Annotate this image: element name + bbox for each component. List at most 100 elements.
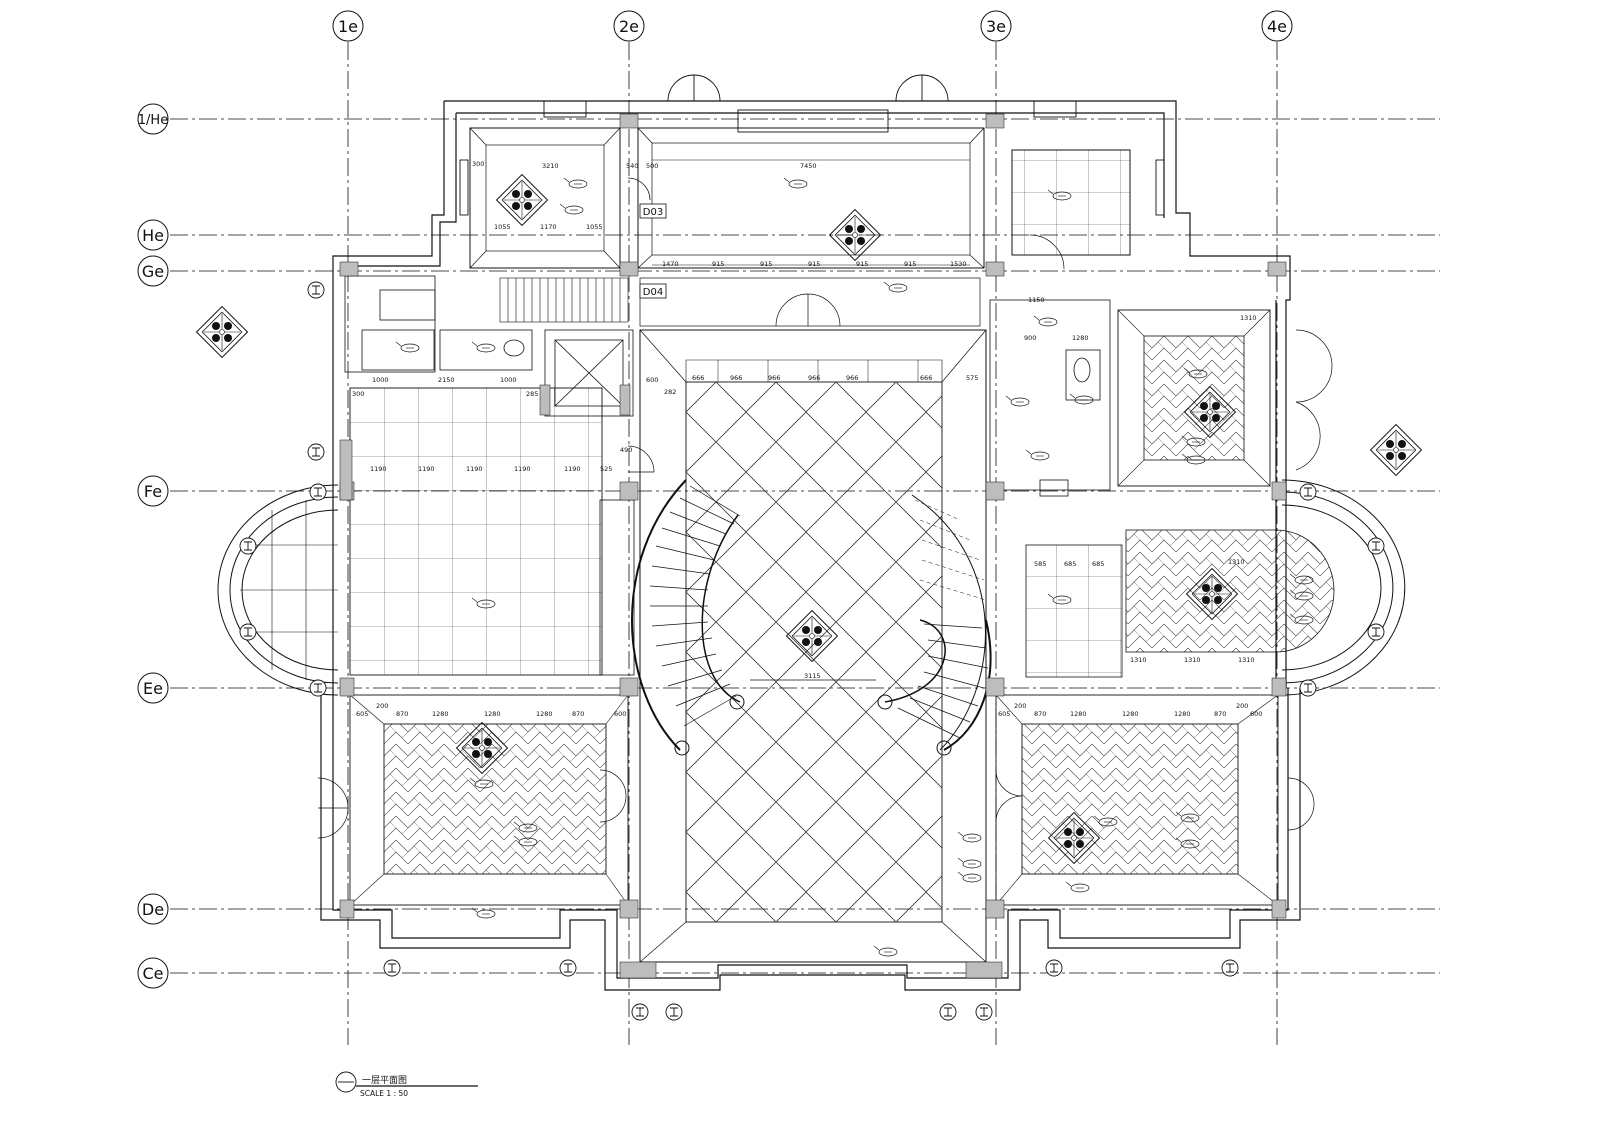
dim-label: 1170	[540, 223, 557, 231]
dim-label: 1150	[1028, 296, 1045, 304]
dim-label: 915	[712, 260, 724, 268]
dim-label: 3115	[804, 672, 821, 680]
dim-label: 1280	[1122, 710, 1139, 718]
axis-label: Ce	[142, 964, 163, 983]
dim-label: 605	[998, 710, 1010, 718]
dim-label: 966	[768, 374, 780, 382]
dim-label: 870	[1214, 710, 1226, 718]
door-tag-d04: D04	[639, 283, 667, 299]
axis-bubble-ge: Ge	[137, 255, 169, 287]
dim-label: 1190	[564, 465, 581, 473]
corridor-upper	[639, 277, 981, 327]
axis-label: 2e	[619, 17, 639, 36]
dim-label: 600	[1250, 710, 1262, 718]
right-lower-rooms	[1025, 529, 1335, 678]
top-bay-windows	[459, 74, 1165, 216]
dim-label: 575	[966, 374, 978, 382]
dim-label: 966	[808, 374, 820, 382]
dim-label: 200	[376, 702, 388, 710]
dim-label: 200	[1236, 702, 1248, 710]
dim-label: 666	[692, 374, 704, 382]
door-tag-d03: D03	[639, 203, 667, 219]
dim-label: 540	[626, 162, 638, 170]
axis-bubble-1he: 1/He	[137, 103, 169, 135]
lower-right-parquet-room	[873, 694, 1279, 957]
dim-label: 915	[904, 260, 916, 268]
left-round-bay	[217, 484, 339, 696]
central-hall	[639, 329, 987, 963]
drawing-scale: SCALE 1 : 50	[360, 1089, 408, 1098]
dim-label: 666	[920, 374, 932, 382]
top-left-room	[469, 127, 621, 269]
dim-label: 1310	[1240, 314, 1257, 322]
lower-left-parquet-room	[349, 694, 629, 919]
dim-label: 685	[1092, 560, 1104, 568]
dim-label: 600	[646, 376, 658, 384]
axis-bubble-1e: 1e	[332, 10, 364, 42]
dim-label: 7450	[800, 162, 817, 170]
dim-label: 1280	[1174, 710, 1191, 718]
dim-label: 870	[396, 710, 408, 718]
dim-label: 1280	[1072, 334, 1089, 342]
dim-label: 1310	[1184, 656, 1201, 664]
title-block: 一层平面图 SCALE 1 : 50	[335, 1071, 478, 1098]
dim-label: 300	[352, 390, 364, 398]
right-upper-parquet-room	[1117, 309, 1271, 487]
axis-label: 1e	[338, 17, 358, 36]
axis-bubble-3e: 3e	[980, 10, 1012, 42]
door-swings	[317, 177, 1333, 839]
dim-label: 1055	[494, 223, 511, 231]
stair-top-left	[499, 277, 629, 323]
axis-bubble-de: De	[137, 893, 169, 925]
dim-label: 1190	[466, 465, 483, 473]
structural-columns	[339, 113, 1287, 979]
axis-bubble-ce: Ce	[137, 957, 169, 989]
drawing-title: 一层平面图	[362, 1075, 407, 1086]
dim-label: 915	[808, 260, 820, 268]
dim-label: 1280	[484, 710, 501, 718]
dim-label: 282	[664, 388, 676, 396]
top-center-hall	[637, 127, 985, 269]
dim-label: 915	[760, 260, 772, 268]
dim-label: 600	[614, 710, 626, 718]
dim-label: 585	[1034, 560, 1046, 568]
dim-label: 915	[856, 260, 868, 268]
dim-label: 500	[646, 162, 658, 170]
axis-label: Fe	[144, 482, 162, 501]
dim-label: 685	[1064, 560, 1076, 568]
dim-label: 1000	[372, 376, 389, 384]
axis-bubble-2e: 2e	[613, 10, 645, 42]
axis-bubble-ee: Ee	[137, 672, 169, 704]
axis-label: Ge	[142, 262, 164, 281]
dim-label: 1280	[432, 710, 449, 718]
dim-label: 1000	[500, 376, 517, 384]
dim-label: 1190	[370, 465, 387, 473]
dim-label: 1310	[1130, 656, 1147, 664]
dim-label: 966	[846, 374, 858, 382]
axis-bubble-fe: Fe	[137, 475, 169, 507]
axis-label: Ee	[143, 679, 163, 698]
dim-label: 605	[356, 710, 368, 718]
dim-label: 1280	[536, 710, 553, 718]
axis-bubble-4e: 4e	[1261, 10, 1293, 42]
right-curved-stair	[877, 494, 992, 756]
axis-label: 3e	[986, 17, 1006, 36]
dim-label: 1530	[950, 260, 967, 268]
dim-label: 870	[572, 710, 584, 718]
dim-label: 870	[1034, 710, 1046, 718]
axis-bubble-he: He	[137, 219, 169, 251]
dim-label: 1280	[1070, 710, 1087, 718]
right-round-bay	[1281, 479, 1406, 696]
dim-label: 1190	[418, 465, 435, 473]
dim-label: 3210	[542, 162, 559, 170]
dim-label: 285	[526, 390, 538, 398]
dimension-labels: 3210 300 1055 1170 1055 7450 540 500 147…	[352, 160, 1262, 718]
top-right-room	[1011, 149, 1131, 270]
dim-label: 1190	[514, 465, 531, 473]
axis-label: He	[142, 226, 164, 245]
dim-label: 966	[730, 374, 742, 382]
dim-label: 2150	[438, 376, 455, 384]
dim-label: 1310	[1228, 558, 1245, 566]
dim-label: 300	[472, 160, 484, 168]
